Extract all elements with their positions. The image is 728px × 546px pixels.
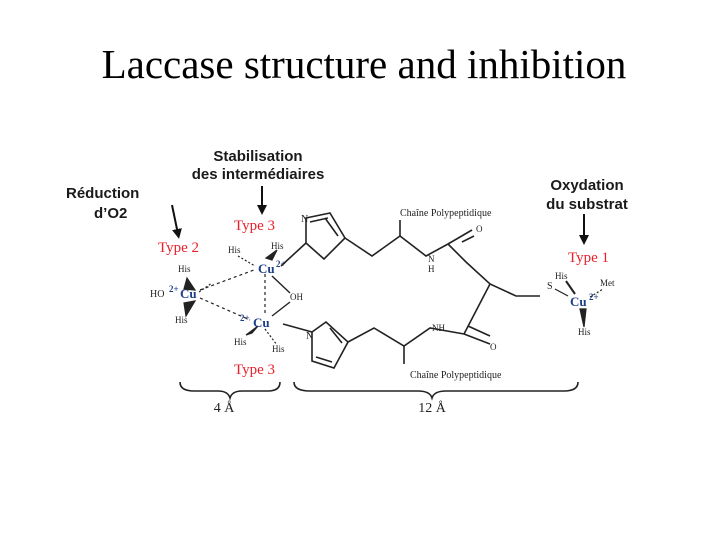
type2-label: Type 2 bbox=[158, 240, 199, 256]
reduction-label-line2: d’O2 bbox=[94, 205, 127, 222]
lower-imidazole-nitrogen: N bbox=[306, 331, 313, 342]
upper-imidazole bbox=[280, 212, 540, 297]
slide-title: Laccase structure and inhibition bbox=[101, 41, 627, 87]
copper-contacts bbox=[199, 269, 266, 321]
type1-copper: Cu 2+ bbox=[570, 292, 599, 309]
lower-amide-nh: NH bbox=[432, 323, 445, 333]
lower-carbonyl-oxygen: O bbox=[490, 342, 497, 352]
his-ligand: His bbox=[271, 241, 284, 251]
ho-ligand: HO bbox=[150, 289, 164, 300]
oh-bridge bbox=[271, 275, 291, 317]
hydroxo-bridge: OH bbox=[290, 292, 303, 302]
brace-4a bbox=[179, 381, 281, 401]
type3-top-copper-charge: 2+ bbox=[276, 259, 286, 269]
type1-copper-charge: 2+ bbox=[589, 292, 599, 302]
type2-copper-charge: 2+ bbox=[169, 284, 179, 294]
oxydation-label-line2: du substrat bbox=[546, 196, 628, 213]
stabilisation-label-line2: des intermédiaires bbox=[192, 166, 325, 183]
his-ligand: His bbox=[555, 271, 568, 281]
type3-top-copper: Cu 2+ bbox=[258, 259, 286, 276]
type3-bottom-label: Type 3 bbox=[234, 362, 275, 378]
distance-4a: 4 Å bbox=[214, 400, 236, 416]
amide-nitrogen: N bbox=[428, 254, 435, 264]
brace-12a bbox=[293, 381, 579, 401]
reduction-label-line1: Réduction bbox=[66, 185, 139, 202]
his-ligand: His bbox=[578, 327, 591, 337]
met-ligand: Met bbox=[600, 278, 615, 288]
his-ligand: His bbox=[272, 344, 285, 354]
reduction-arrow bbox=[171, 204, 182, 239]
oxydation-label-line1: Oxydation bbox=[550, 177, 623, 194]
distance-12a: 12 Å bbox=[418, 400, 447, 416]
type1-label: Type 1 bbox=[568, 250, 609, 266]
his-ligand: His bbox=[178, 264, 191, 274]
his-ligand: His bbox=[175, 315, 188, 325]
imidazole-nitrogen: N bbox=[301, 214, 308, 225]
chain-label-bottom: Chaîne Polypeptidique bbox=[410, 370, 502, 381]
chain-label-top: Chaîne Polypeptidique bbox=[400, 208, 492, 219]
type3-bottom-copper: 2+ Cu bbox=[240, 313, 270, 330]
lower-imidazole bbox=[282, 283, 491, 369]
carbonyl-oxygen: O bbox=[476, 224, 483, 234]
his-ligand: His bbox=[234, 337, 247, 347]
his-ligand: His bbox=[228, 245, 241, 255]
type1-copper-symbol: Cu bbox=[570, 294, 587, 309]
amide-hydrogen: H bbox=[428, 264, 435, 274]
sulfur-ligand: S bbox=[547, 281, 553, 292]
type3-top-label: Type 3 bbox=[234, 218, 275, 234]
coordination-bonds bbox=[183, 249, 604, 346]
type3-top-copper-symbol: Cu bbox=[258, 261, 275, 276]
stabilisation-label-line1: Stabilisation bbox=[213, 148, 302, 165]
